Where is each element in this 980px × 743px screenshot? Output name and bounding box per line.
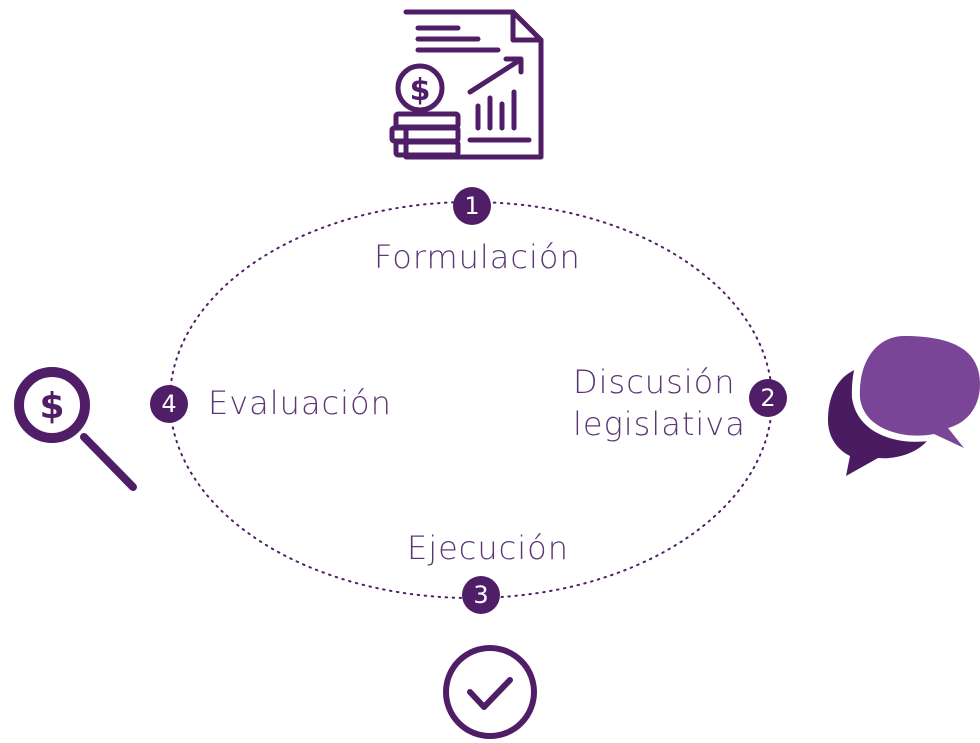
step-1-badge: 1 xyxy=(453,187,491,225)
magnifier-dollar-icon xyxy=(14,367,137,491)
step-2-label-line1: Discusión xyxy=(573,363,736,401)
magnifier-dollar-sign: $ xyxy=(39,386,64,427)
step-2-badge: 2 xyxy=(749,379,787,417)
step-4-badge: 4 xyxy=(150,385,188,423)
speech-bubbles-icon xyxy=(828,328,980,476)
checkmark-circle-icon xyxy=(443,645,537,739)
step-1-label: Formulación xyxy=(374,238,581,276)
step-3-label: Ejecución xyxy=(407,529,570,567)
step-3-badge: 3 xyxy=(462,576,500,614)
step-4-label: Evaluación xyxy=(208,384,392,422)
dollar-sign-icon: $ xyxy=(410,73,431,108)
budget-report-icon xyxy=(389,9,544,160)
step-2-label-line2: legislativa xyxy=(573,405,746,443)
